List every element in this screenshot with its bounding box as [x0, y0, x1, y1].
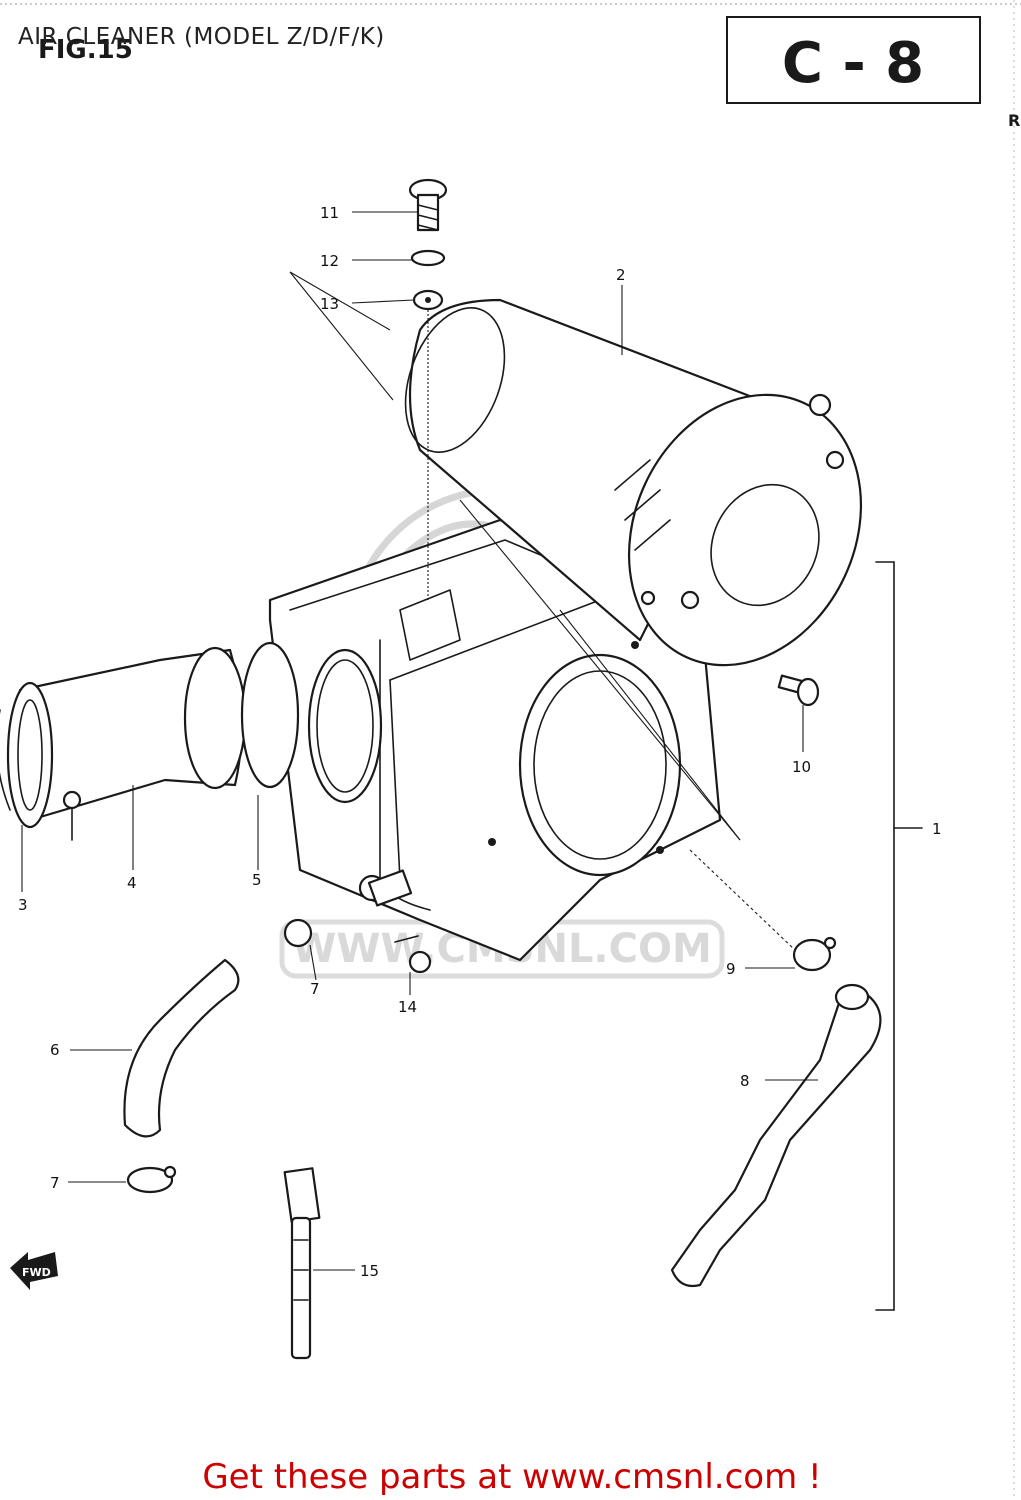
callout-9: 9 [726, 960, 736, 978]
filter-element [404, 298, 863, 667]
callout-1: 1 [932, 820, 942, 838]
leader-lines [21, 211, 818, 1271]
callout-11: 11 [320, 204, 339, 222]
fig-label: FIG.15 [38, 35, 133, 65]
promo-link[interactable]: Get these parts at www.cmsnl.com ! [202, 1457, 821, 1497]
forward-label: FWD [22, 1266, 51, 1279]
callout-3: 3 [18, 896, 28, 914]
diagram-title: AIR CLEANER (MODEL Z/D/F/K) [18, 24, 385, 50]
callout-7-lower: 7 [50, 1174, 60, 1192]
assembly-bracket [875, 561, 923, 1311]
callout-14: 14 [398, 998, 417, 1016]
page-code: C - 8 [782, 31, 924, 96]
hose-6 [123, 958, 240, 1138]
callout-15: 15 [360, 1262, 379, 1280]
clamp-9 [792, 936, 837, 972]
breather-hose-8 [670, 987, 882, 1288]
callout-13: 13 [320, 295, 339, 313]
callout-6: 6 [50, 1041, 60, 1059]
forward-arrow [10, 1252, 58, 1290]
callout-4: 4 [127, 874, 137, 892]
seal-rings [240, 641, 383, 804]
strap-15 [283, 1167, 321, 1360]
clamp-7-lower [126, 1165, 177, 1194]
small-clips [283, 869, 432, 974]
page-code-box [726, 16, 981, 104]
air-cleaner-case [268, 518, 722, 962]
bolt-stack [408, 178, 448, 600]
callout-10: 10 [792, 758, 811, 776]
callout-2: 2 [616, 266, 626, 284]
callout-7: 7 [310, 980, 320, 998]
screw-10 [777, 674, 820, 707]
edge-mark: R [1008, 111, 1020, 130]
intake-tube [0, 646, 247, 841]
hose-8-end [834, 983, 870, 1011]
callout-5: 5 [252, 871, 262, 889]
callout-8: 8 [740, 1072, 750, 1090]
callout-12: 12 [320, 252, 339, 270]
